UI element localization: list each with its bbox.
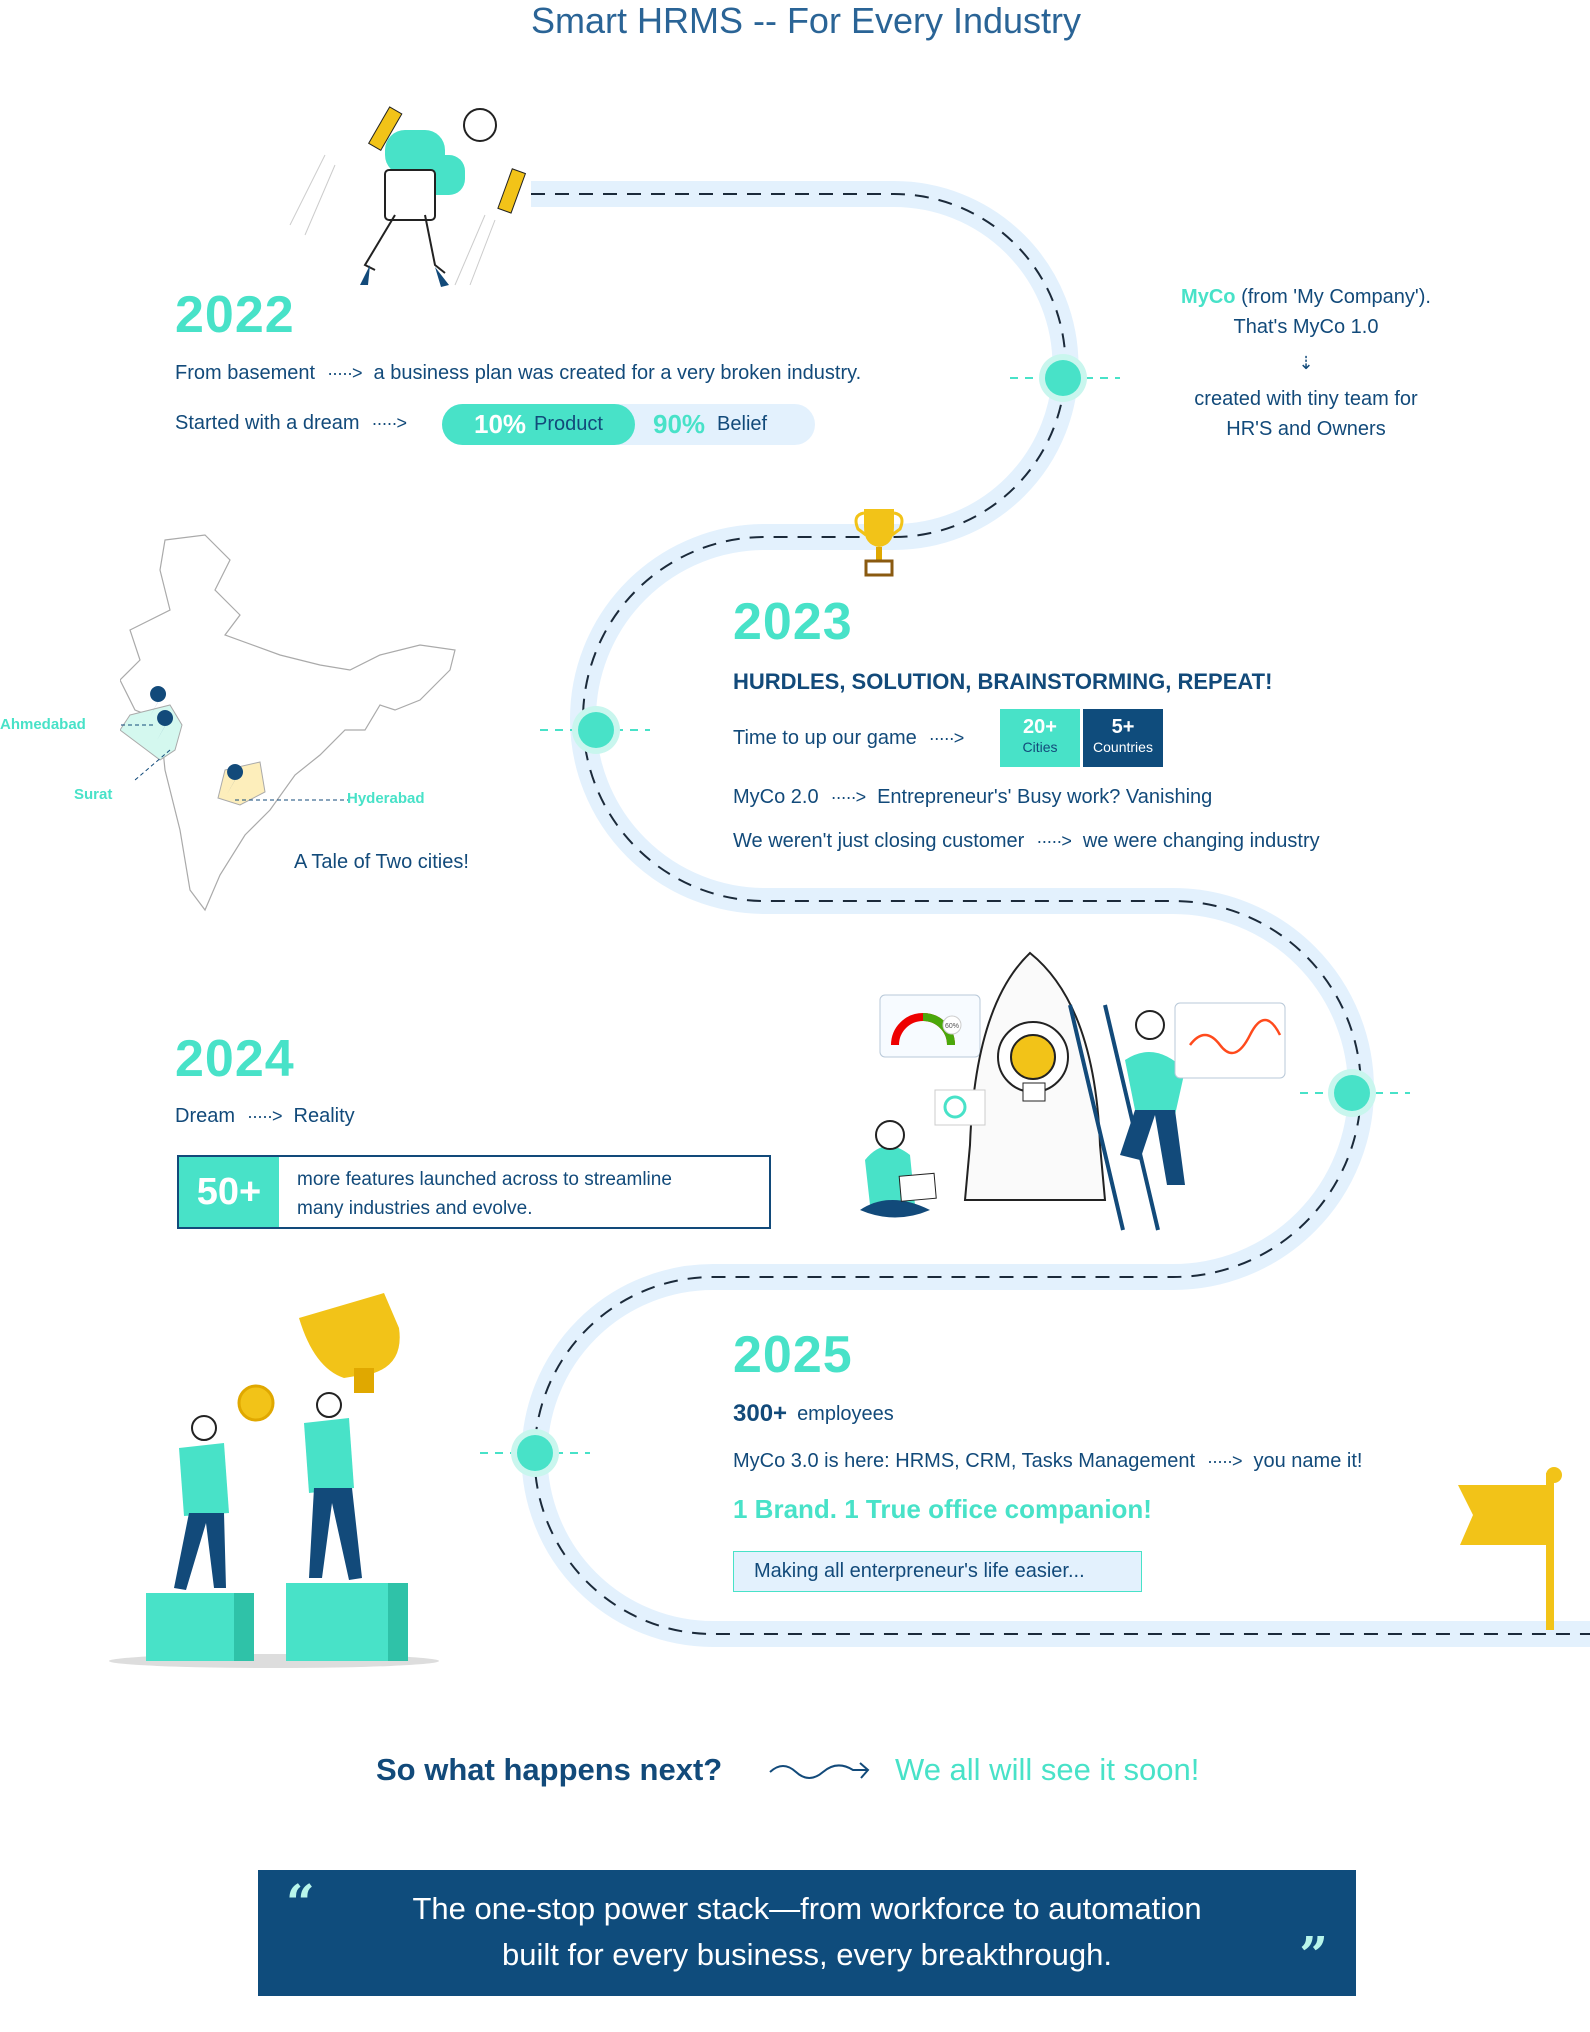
2025-line-1-left: MyCo 3.0 is here: HRMS, CRM, Tasks Manag…	[733, 1450, 1196, 1472]
rocket-team-illustration: 60%	[860, 951, 1286, 1231]
2023-headline: HURDLES, SOLUTION, BRAINSTORMING, REPEAT…	[733, 669, 1273, 694]
belief-label: Belief	[717, 413, 768, 435]
2024-line-1: Dream ·····> Reality	[175, 1105, 355, 1128]
stat-countries-label: Countries	[1093, 739, 1153, 755]
2022-line-2: Started with a dream ·····>	[175, 412, 407, 435]
features-count: 50+	[179, 1157, 279, 1227]
myco-note-2: That's MyCo 1.0	[1233, 316, 1379, 338]
myco-note-3: created with tiny team for	[1194, 388, 1418, 410]
2023-line-2: MyCo 2.0 ·····> Entrepreneur's' Busy wor…	[733, 786, 1212, 809]
2023-line-3: We weren't just closing customer ·····> …	[733, 830, 1320, 853]
features-box: 50+ more features launched across to str…	[177, 1155, 771, 1229]
2023-line-2-right: Entrepreneur's' Busy work? Vanishing	[877, 786, 1213, 808]
2025-tagline: 1 Brand. 1 True office companion!	[733, 1494, 1152, 1524]
map-caption: A Tale of Two cities!	[294, 851, 469, 873]
dotted-arrow-icon: ·····>	[1207, 1451, 1242, 1471]
2023-line-1-left: Time to up our game	[733, 727, 917, 749]
timeline-node-2022	[1045, 360, 1081, 396]
dotted-down-arrow-icon: ⇣	[1298, 353, 1314, 373]
2025-box: Making all enterpreneur's life easier...	[733, 1551, 1142, 1592]
year-2022: 2022	[175, 286, 295, 344]
2023-line-1: Time to up our game ·····>	[733, 727, 964, 750]
product-belief-pill: 10% Product 90% Belief	[442, 404, 815, 445]
dotted-arrow-icon: ·····>	[1036, 831, 1071, 851]
next-answer: We all will see it soon!	[895, 1752, 1200, 1787]
myco-brand: MyCo	[1181, 286, 1236, 308]
dotted-arrow-icon: ·····>	[928, 728, 964, 748]
year-2025: 2025	[733, 1326, 853, 1384]
product-segment: 10% Product	[442, 404, 635, 445]
page-title: Smart HRMS -- For Every Industry	[530, 0, 1082, 41]
employees-label: employees	[797, 1402, 894, 1425]
features-text-2: many industries and evolve.	[297, 1198, 533, 1219]
india-map	[120, 534, 456, 912]
jetpack-person-illustration	[289, 106, 527, 287]
dotted-arrow-icon: ·····>	[247, 1106, 282, 1126]
finish-flag-icon	[1458, 1467, 1562, 1630]
features-text-1: more features launched across to streaml…	[297, 1169, 672, 1190]
city-label-ahmedabad: Ahmedabad	[0, 716, 86, 733]
open-quote-icon: “	[286, 1873, 315, 1932]
stat-countries: 5+ Countries	[1083, 709, 1163, 767]
2024-line-1-left: Dream	[175, 1105, 236, 1127]
stat-cities: 20+ Cities	[1000, 709, 1080, 767]
dotted-arrow-icon: ·····>	[830, 787, 866, 807]
myco-note-4: HR'S and Owners	[1226, 418, 1386, 440]
city-label-hyderabad: Hyderabad	[347, 790, 425, 807]
trophy-icon	[854, 509, 904, 577]
2022-line-1: From basement ·····> a business plan was…	[175, 362, 861, 385]
2023-line-3-right: we were changing industry	[1082, 830, 1320, 852]
product-label: Product	[534, 413, 603, 435]
stat-cities-label: Cities	[1022, 739, 1058, 755]
dotted-arrow-icon: ·····>	[327, 363, 362, 383]
2023-line-3-left: We weren't just closing customer	[733, 830, 1025, 852]
2022-line-1-right: a business plan was created for a very b…	[373, 362, 862, 384]
quote-line-1: The one-stop power stack—from workforce …	[412, 1891, 1202, 1926]
close-quote-icon: ”	[1299, 1925, 1328, 1984]
dotted-arrow-icon: ·····>	[371, 413, 407, 433]
timeline-node-2025	[517, 1435, 553, 1471]
employees-count: 300+	[733, 1400, 788, 1427]
winners-podium-illustration	[109, 1293, 439, 1668]
next-question: So what happens next?	[376, 1752, 723, 1787]
2025-line-1-right: you name it!	[1253, 1450, 1363, 1472]
stat-cities-value: 20+	[1023, 716, 1057, 738]
2022-line-2-left: Started with a dream	[175, 412, 360, 434]
gauge-label: 60%	[945, 1023, 959, 1030]
employees-line: 300+ employees	[733, 1400, 894, 1428]
year-2023: 2023	[733, 593, 853, 651]
quote-line-2: built for every business, every breakthr…	[502, 1937, 1112, 1972]
city-label-surat: Surat	[74, 786, 113, 803]
2024-line-1-right: Reality	[293, 1105, 355, 1127]
myco-1-note: MyCo (from 'My Company'). That's MyCo 1.…	[1126, 282, 1486, 444]
belief-percent: 90%	[653, 409, 706, 439]
squiggle-arrow-icon	[769, 1762, 870, 1779]
year-2024: 2024	[175, 1030, 295, 1088]
2025-line-1: MyCo 3.0 is here: HRMS, CRM, Tasks Manag…	[733, 1450, 1362, 1473]
timeline-node-2024	[1334, 1075, 1370, 1111]
product-percent: 10%	[474, 409, 527, 439]
myco-note-1: (from 'My Company').	[1241, 286, 1431, 308]
timeline-node-2023	[578, 712, 614, 748]
2022-line-1-left: From basement	[175, 362, 316, 384]
stat-countries-value: 5+	[1111, 716, 1135, 738]
2023-line-2-left: MyCo 2.0	[733, 786, 819, 808]
quote-banner: The one-stop power stack—from workforce …	[258, 1870, 1356, 1996]
